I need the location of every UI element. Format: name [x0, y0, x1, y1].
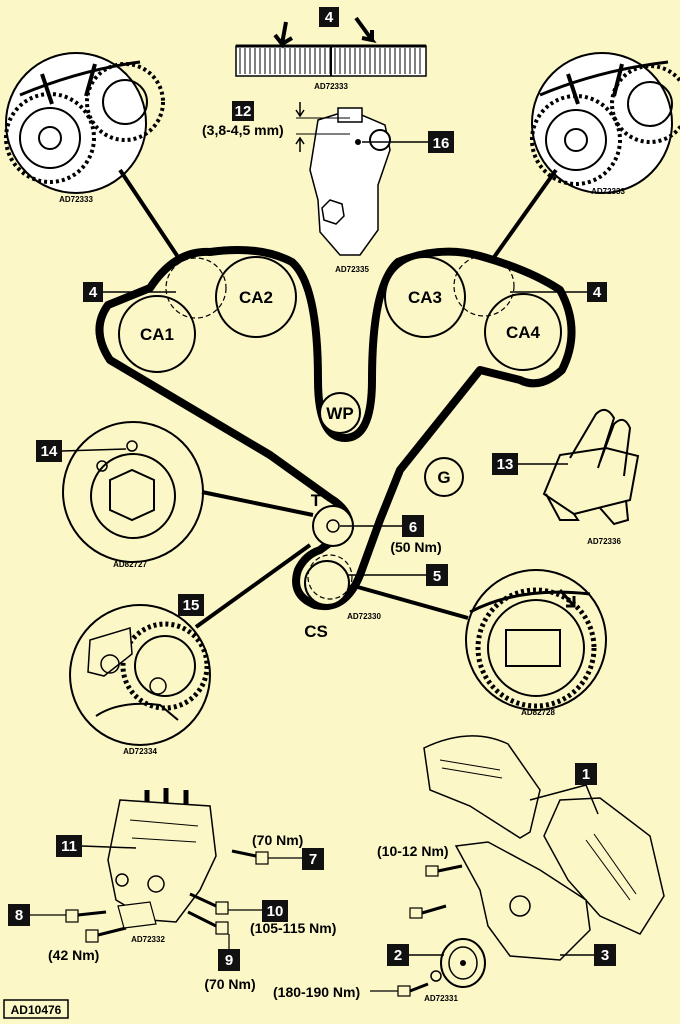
ref-bracket: AD72332	[131, 935, 165, 944]
svg-text:CA4: CA4	[506, 323, 541, 342]
callout-4-top: 4	[325, 9, 334, 26]
torque-cover-bolts: (10-12 Nm)	[377, 843, 449, 859]
callout-6: 6	[409, 519, 417, 536]
svg-text:T: T	[311, 491, 322, 510]
pulley-g: G	[424, 457, 464, 497]
ref-cs-detail: AD72330	[347, 612, 381, 621]
callout-9: 9	[225, 952, 233, 969]
belt-marker-arrow-icon	[354, 16, 377, 43]
svg-text:CA2: CA2	[239, 288, 273, 307]
bolt-icon	[85, 926, 127, 943]
callout-12: 12	[235, 103, 252, 120]
callout-10: 10	[267, 903, 284, 920]
belt-marker-arrow-icon	[612, 63, 624, 97]
pulley-ca4: CA4	[484, 293, 562, 371]
tensioner-adjust-detail: 12 (3,8-4,5 mm) 16 AD72335	[202, 101, 454, 274]
torque-7: (70 Nm)	[252, 832, 303, 848]
pulley-ca3: CA3	[384, 256, 466, 338]
callout-4-right: 4	[593, 284, 602, 301]
torque-8: (42 Nm)	[48, 947, 99, 963]
svg-text:CA3: CA3	[408, 288, 442, 307]
callout-13: 13	[497, 456, 514, 473]
torque-crank-bolt: (180-190 Nm)	[273, 984, 360, 1000]
torque-9: (70 Nm)	[204, 976, 255, 992]
tensioner-lock-detail: 14 AD82727	[36, 421, 204, 569]
callout-1: 1	[582, 766, 590, 783]
ref-top-belt: AD72333	[314, 82, 348, 91]
cam-mark-detail-right: AD72333	[530, 52, 680, 196]
ref-crank: AD82728	[521, 708, 555, 717]
ref-clip: AD72336	[587, 537, 621, 546]
svg-text:WP: WP	[326, 404, 353, 423]
ref-tensioner-detail: AD82727	[113, 560, 147, 569]
engine-mount-bracket: 11 (70 Nm) 7 8 (42 Nm) AD72332 10	[8, 788, 336, 992]
belt-strip-detail: 4 AD72333	[235, 7, 427, 91]
svg-text:CS: CS	[304, 622, 328, 641]
ref-crank-pulley: AD72331	[424, 994, 458, 1003]
figure-id: AD10476	[11, 1003, 62, 1017]
crank-sprocket-detail: AD82728	[465, 569, 607, 717]
pulley-wp: WP	[319, 392, 361, 434]
ref-top-left: AD72333	[59, 195, 93, 204]
belt-marker-arrow-icon	[40, 73, 54, 105]
callout-7: 7	[309, 851, 317, 868]
bolt-icon	[189, 892, 229, 915]
figure-reference: AD10476	[3, 999, 69, 1019]
pulley-ca1: CA1	[118, 295, 196, 373]
bolt-icon	[425, 864, 463, 877]
cam-mark-detail-left: AD72333	[4, 52, 165, 204]
ref-tensioner: AD72335	[335, 265, 369, 274]
callout-5: 5	[433, 568, 441, 585]
bolt-icon	[231, 849, 269, 865]
torque-12: (3,8-4,5 mm)	[202, 122, 284, 138]
belt-marker-arrow-icon	[558, 589, 576, 608]
svg-text:CA1: CA1	[140, 325, 174, 344]
timing-belt	[95, 245, 576, 611]
callout-14: 14	[41, 443, 58, 460]
binder-clip-icon: 13 AD72336	[492, 408, 640, 546]
ref-lock-detail: AD72334	[123, 747, 157, 756]
svg-text:G: G	[437, 468, 450, 487]
callout-4-left: 4	[89, 284, 98, 301]
crank-pulley: 2 (180-190 Nm) AD72331	[273, 938, 486, 1003]
pulley-ca2: CA2	[215, 256, 297, 338]
callout-16: 16	[433, 135, 450, 152]
belt-marker-arrow-icon	[273, 21, 294, 49]
bolt-icon	[187, 910, 229, 935]
callout-3: 3	[601, 947, 609, 964]
torque-6: (50 Nm)	[390, 539, 441, 555]
callout-11: 11	[61, 838, 77, 855]
belt-marker-arrow-icon	[566, 73, 580, 105]
torque-10: (105-115 Nm)	[250, 920, 336, 936]
ref-top-right: AD72333	[591, 187, 625, 196]
callout-8: 8	[15, 907, 23, 924]
callout-2: 2	[394, 947, 402, 964]
bolt-icon	[65, 909, 107, 923]
belt-marker-arrow-icon	[84, 63, 97, 97]
crank-lock-detail: 15 AD72334	[69, 594, 211, 756]
timing-covers: 1 3 (10-12 Nm)	[377, 735, 665, 966]
bolt-icon	[409, 904, 447, 919]
callout-15: 15	[183, 597, 200, 614]
